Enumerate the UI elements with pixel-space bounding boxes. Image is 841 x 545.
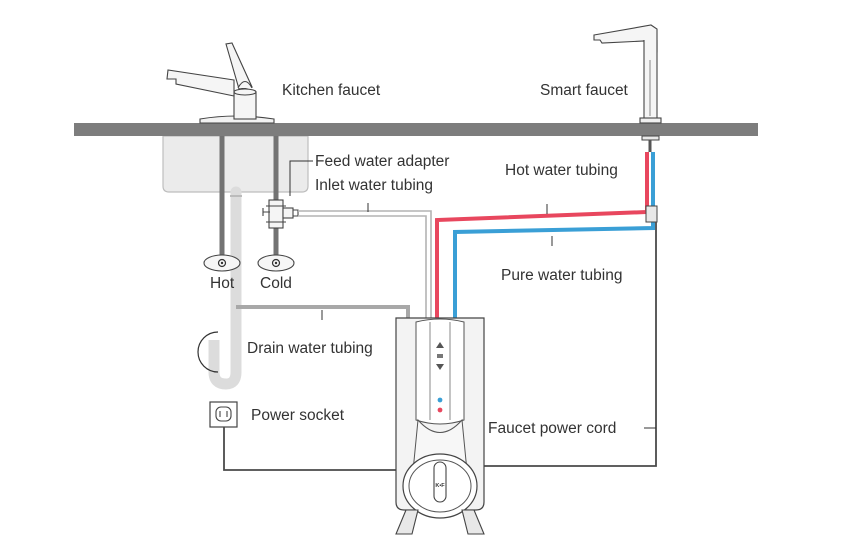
label-kitchen-faucet: Kitchen faucet (282, 82, 381, 99)
label-faucet-power-cord: Faucet power cord (488, 420, 617, 437)
inlet-water-tubing (298, 203, 432, 318)
unit-control-panel (436, 342, 444, 413)
unit-logo: K•F (435, 483, 445, 489)
countertop (74, 123, 758, 136)
cold-valve-icon (257, 254, 295, 272)
power-socket-icon (209, 401, 238, 428)
pure-water-tubing (453, 152, 655, 318)
feed-water-adapter-icon (262, 199, 299, 229)
hot-valve-icon (203, 254, 241, 272)
label-cold-valve: Cold (260, 275, 292, 292)
sink-basin (162, 135, 309, 193)
faucet-power-cord (484, 222, 657, 467)
water-purifier-unit (395, 317, 485, 535)
feed-water-adapter-leader (289, 160, 313, 196)
label-drain-water-tubing: Drain water tubing (247, 340, 373, 357)
label-inlet-water-tubing: Inlet water tubing (315, 177, 434, 194)
p-trap (197, 331, 219, 373)
label-hot-water-tubing: Hot water tubing (505, 162, 618, 179)
label-power-socket: Power socket (251, 407, 345, 424)
label-smart-faucet: Smart faucet (540, 82, 628, 99)
hot-water-tubing (435, 152, 649, 318)
power-cord (223, 427, 398, 471)
smart-faucet-icon (593, 24, 662, 223)
label-feed-water-adapter: Feed water adapter (315, 153, 450, 170)
label-pure-water-tubing: Pure water tubing (501, 267, 623, 284)
drain-pipe (208, 186, 242, 390)
label-hot-valve: Hot (210, 275, 235, 292)
kitchen-faucet-icon (166, 42, 275, 124)
drain-water-tubing (236, 305, 410, 320)
